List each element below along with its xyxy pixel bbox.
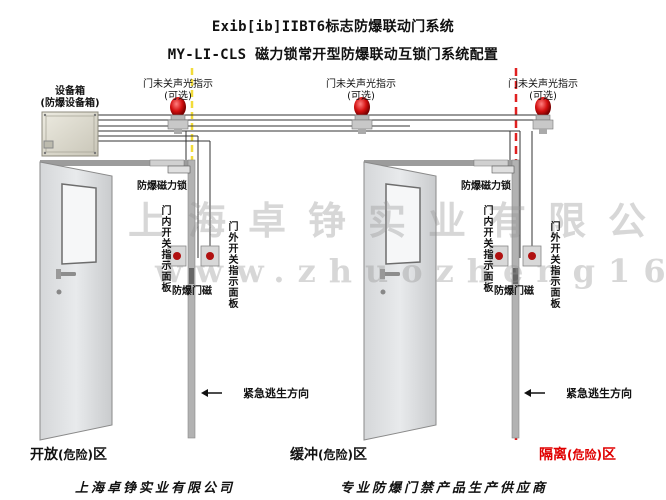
mag-lock-label-right: 防爆磁力锁 [461,181,511,192]
title-line-2: MY-LI-CLS 磁力锁常开型防爆联动互锁门系统配置 [167,47,499,63]
inner-switch-panel-left [167,245,187,267]
escape-label-right: 紧急逃生方向 [566,387,632,400]
door-sensor-label-right: 防爆门磁 [494,286,534,297]
escape-label-left: 紧急逃生方向 [243,387,309,400]
inner-panel-label-left: 门内开关指示面板 [161,206,172,294]
escape-arrow-right [524,389,545,397]
title-line-1: Exib[ib]IIBT6标志防爆联动门系统 [211,19,455,35]
door-sensor-right [513,268,518,284]
alarm-label-2: 门未关声光指示 (可选) [326,79,396,102]
escape-arrow-left [201,389,222,397]
alarm-light-1 [167,97,189,134]
outer-switch-panel-right [522,245,542,267]
alarm-light-2 [351,97,373,134]
outer-panel-label-right: 门外开关指示面板 [550,222,561,310]
alarm-label-1: 门未关声光指示 (可选) [143,79,213,102]
outer-switch-panel-left [200,245,220,267]
inner-switch-panel-right [489,245,509,267]
watermark-url: www.zhuozheng16.com [155,252,666,290]
mag-lock-label-left: 防爆磁力锁 [137,181,187,192]
footer-slogan: 专业防爆门禁产品生产供应商 [340,481,549,496]
watermark-company: 上海卓铮实业有限公司 [128,198,666,243]
door-sensor-left [189,268,194,284]
alarm-label-3: 门未关声光指示 (可选) [508,79,578,102]
alarm-light-3 [532,97,554,134]
footer-company: 上海卓铮实业有限公司 [75,481,236,496]
zone-open-label: 开放(危险)区 [30,447,107,463]
equipment-box [41,111,99,157]
zone-isolation-label: 隔离(危险)区 [539,447,616,463]
equipment-box-label: 设备箱 (防爆设备箱) [40,86,100,109]
door-left [39,159,196,441]
door-sensor-label-left: 防爆门磁 [172,286,212,297]
outer-panel-label-left: 门外开关指示面板 [228,222,239,310]
zone-buffer-label: 缓冲(危险)区 [290,447,367,463]
door-right [363,159,520,441]
inner-panel-label-right: 门内开关指示面板 [483,206,494,294]
